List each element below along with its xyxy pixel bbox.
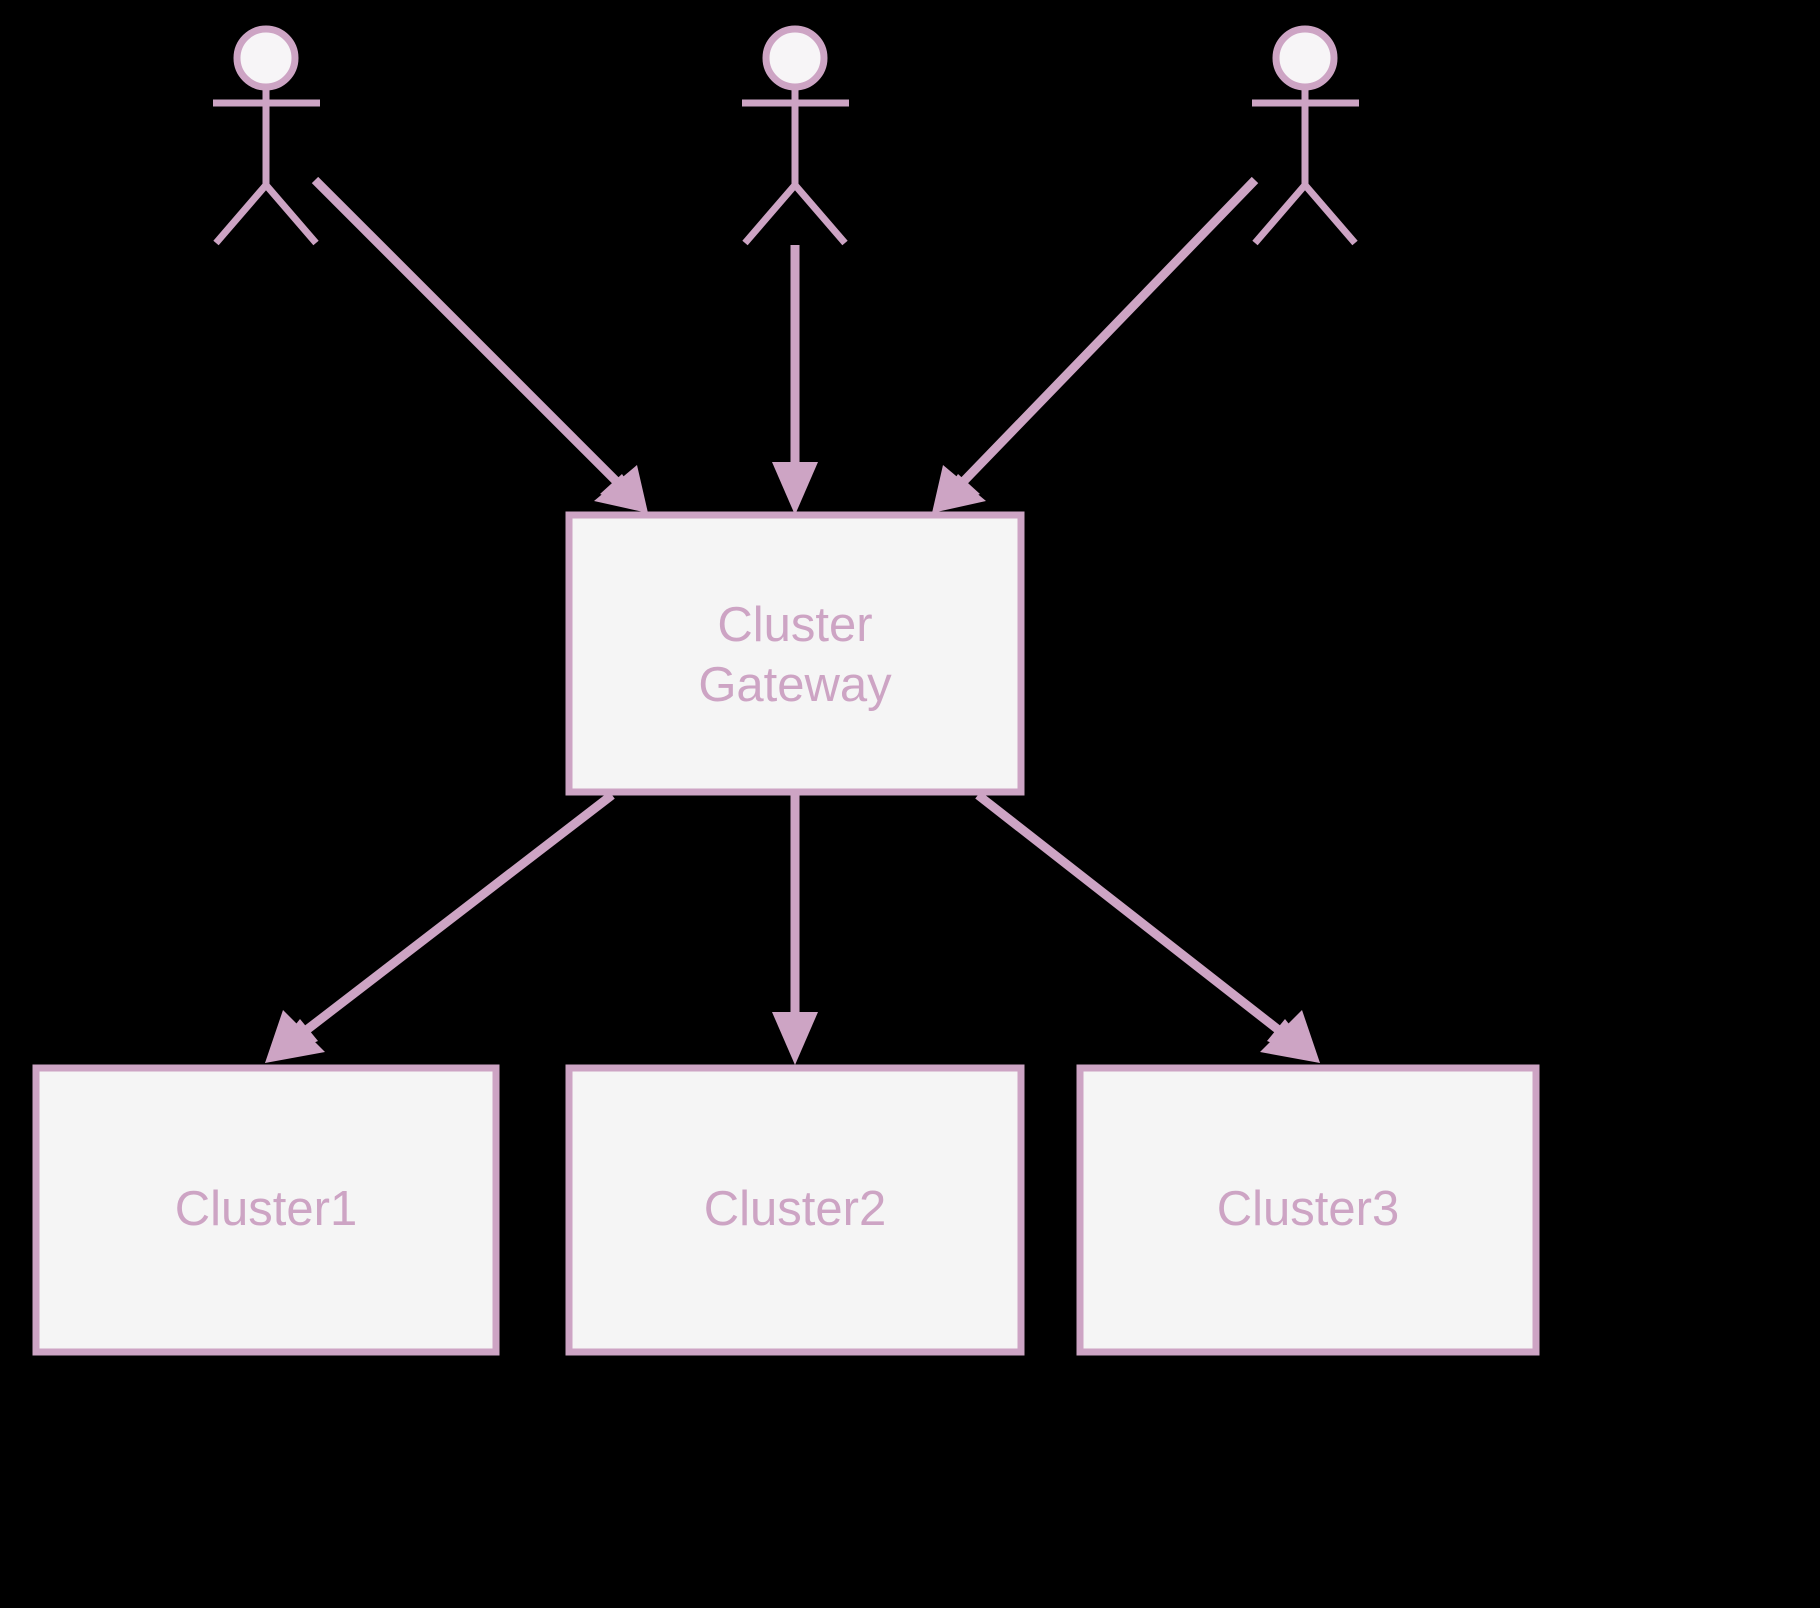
edge-line <box>959 176 1259 486</box>
node-label: Cluster3 <box>1217 1182 1399 1236</box>
edge-arrowhead-barb <box>265 1010 325 1063</box>
actor-right[interactable] <box>1252 25 1359 246</box>
edge-arrowhead-barb <box>932 465 986 513</box>
actor-leg-left-line <box>213 182 269 246</box>
node-label-line1: Cluster <box>717 598 872 652</box>
actor-head-icon <box>762 25 828 91</box>
edge-actor-center-to-gateway[interactable] <box>772 245 818 515</box>
edge-arrowhead <box>772 1012 818 1065</box>
node-label: Cluster1 <box>175 1182 357 1236</box>
node-label: Cluster2 <box>704 1182 886 1236</box>
actor-head-icon <box>1272 25 1338 91</box>
actor-leg-left-line <box>742 182 798 246</box>
node-cluster1[interactable]: Cluster1 <box>32 1064 500 1356</box>
node-cluster2[interactable]: Cluster2 <box>565 1064 1025 1356</box>
node-box <box>565 1064 1025 1356</box>
edge-actor-left-to-gateway[interactable] <box>311 176 648 513</box>
actor-left[interactable] <box>213 25 320 246</box>
actor-center[interactable] <box>742 25 849 246</box>
actor-leg-right-line <box>1302 182 1358 246</box>
node-cluster3[interactable]: Cluster3 <box>1076 1064 1540 1356</box>
edge-gateway-to-cluster2[interactable] <box>772 795 818 1065</box>
actor-leg-right-line <box>263 182 319 246</box>
actor-leg-right-line <box>792 182 848 246</box>
edge-gateway-to-cluster3[interactable] <box>975 791 1320 1063</box>
node-box <box>1076 1064 1540 1356</box>
node-label-line2: Gateway <box>698 658 892 712</box>
edge-arrowhead <box>772 462 818 515</box>
actor-leg-left-line <box>1252 182 1308 246</box>
edge-arrowhead-barb <box>594 465 648 513</box>
actor-head-icon <box>233 25 299 91</box>
edge-line <box>975 791 1288 1039</box>
node-box <box>32 1064 500 1356</box>
node-cluster-gateway[interactable]: Cluster Gateway <box>565 511 1025 796</box>
node-box <box>565 511 1025 796</box>
edge-line <box>311 176 621 486</box>
edge-line <box>297 791 615 1039</box>
edge-arrowhead-barb <box>1260 1010 1320 1063</box>
edge-actor-right-to-gateway[interactable] <box>932 176 1259 513</box>
edge-gateway-to-cluster1[interactable] <box>265 791 615 1063</box>
